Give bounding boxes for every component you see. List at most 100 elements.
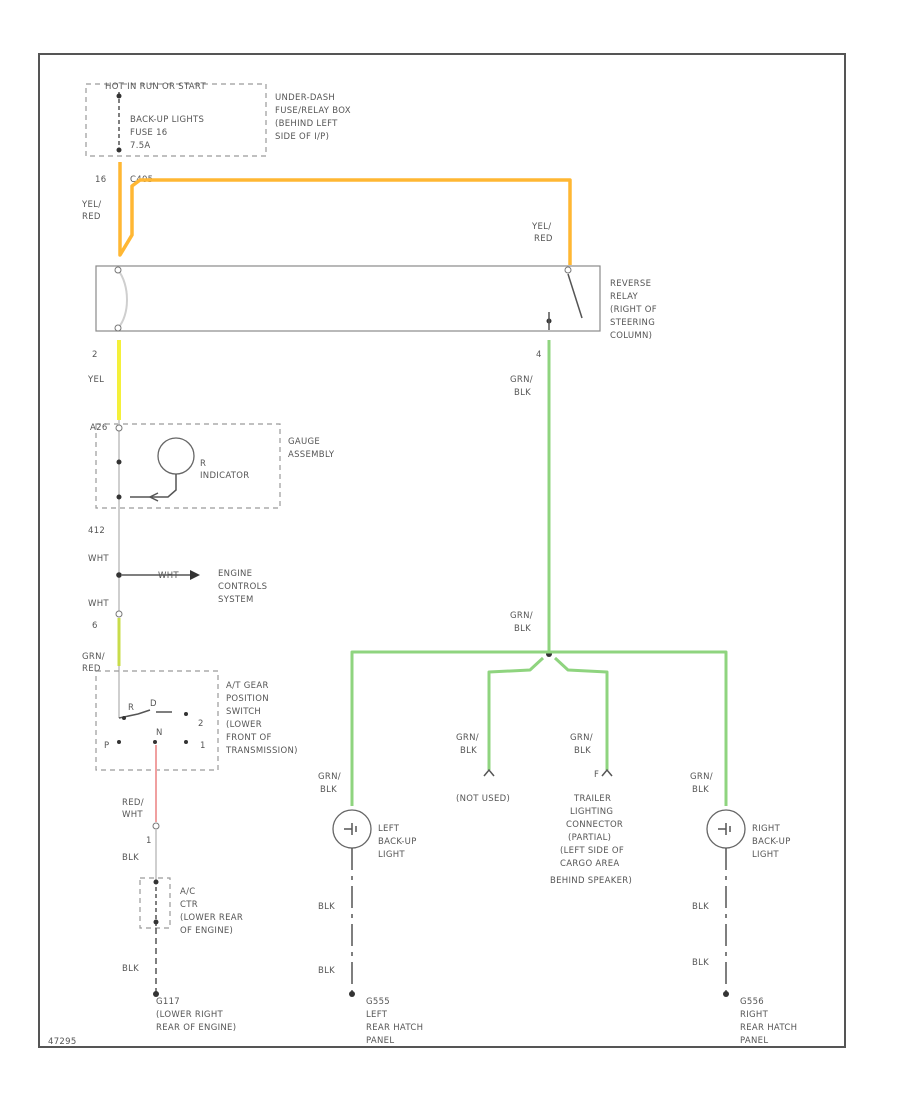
fuse-box-outline [85, 83, 267, 157]
relay-pin4-label: 4 [536, 350, 542, 360]
gear-label-4: (LOWER [226, 720, 262, 730]
gear-2-label: 2 [198, 719, 204, 729]
wire-grn-12-label: GRN/ [690, 772, 713, 782]
gnd-l-4-label: PANEL [366, 1036, 394, 1046]
wire-yel-only-label: YEL [87, 375, 104, 385]
wire-blk-1-label: BLK [514, 388, 531, 398]
gear-n-label: N [156, 728, 163, 738]
engine-label-1: ENGINE [218, 569, 252, 579]
gear-label-5: FRONT OF [226, 733, 272, 743]
wire-wht-4-label: WHT [122, 810, 143, 820]
gear-label-3: SWITCH [226, 707, 261, 717]
gear-d-label: D [150, 699, 157, 709]
gnd-3-label: REAR OF ENGINE) [156, 1023, 236, 1033]
gnd-l-1-label: G555 [366, 997, 390, 1007]
gauge-pin-top [115, 424, 123, 432]
relay-pin-switch-top [564, 266, 572, 274]
wire-blk-12-label: BLK [692, 785, 709, 795]
fuse-box-label-3: (BEHIND LEFT [275, 119, 338, 129]
wire-red-label: RED [82, 212, 101, 222]
gear-terminal-r [122, 716, 126, 720]
grn-blk-right-branch [549, 650, 728, 806]
reverse-relay-box [95, 265, 601, 332]
gear-label-6: TRANSMISSION) [225, 746, 298, 756]
indicator-lamp-icon [157, 437, 195, 475]
wire-blk-6-label: BLK [122, 964, 139, 974]
wht-3-label: WHT [88, 599, 109, 609]
pin-1-label: 1 [146, 836, 152, 846]
gnd-l-2-label: LEFT [366, 1010, 388, 1020]
wire-yel2-label: YEL/ [531, 222, 551, 232]
trailer-label-5: (LEFT SIDE OF [560, 846, 624, 856]
indicator-label: INDICATOR [200, 471, 250, 481]
gauge-label-2: ASSEMBLY [288, 450, 335, 460]
pin-6-label: 6 [92, 621, 98, 631]
wire-blk-8-label: BLK [318, 902, 335, 912]
diagram-frame [38, 53, 846, 1048]
left-label-3: LIGHT [378, 850, 405, 860]
ground-g556-icon [723, 991, 729, 997]
wire-grn-11-label: GRN/ [570, 733, 593, 743]
right-bulb-filament [718, 823, 731, 835]
engine-label-3: SYSTEM [218, 595, 254, 605]
indicator-lead [130, 474, 177, 498]
gauge-splice-1 [116, 459, 122, 465]
gear-terminal-p [117, 740, 121, 744]
wire-blk-10-label: BLK [460, 746, 477, 756]
ground-g117-icon [153, 991, 159, 997]
gauge-label-1: GAUGE [288, 437, 320, 447]
wire-grn-3-label: GRN/ [82, 652, 105, 662]
relay-pin-coil-top [114, 266, 122, 274]
wire-blk-11-label: BLK [574, 746, 591, 756]
right-label-1: RIGHT [752, 824, 781, 834]
grn-blk-trailer-branch [553, 656, 609, 770]
grn-blk-left-branch [350, 650, 549, 806]
not-used-terminal [483, 768, 495, 777]
gear-switch-arm [118, 709, 172, 719]
gnd-2-label: (LOWER RIGHT [156, 1010, 224, 1020]
wire-blk-2-label: BLK [514, 624, 531, 634]
gear-terminal-1 [184, 740, 188, 744]
wire-grn-2-label: GRN/ [510, 611, 533, 621]
relay-label-1: REVERSE [610, 279, 651, 289]
wire-blk-13-label: BLK [692, 902, 709, 912]
fuse-box-label-1: UNDER-DASH [275, 93, 335, 103]
fuse-terminal-top [116, 93, 122, 99]
wire-blk-7-label: BLK [320, 785, 337, 795]
engine-label-2: CONTROLS [218, 582, 267, 592]
fuse-amp-label: 7.5A [130, 141, 151, 151]
relay-pin-coil-bottom [114, 324, 122, 332]
wire-grn-10-label: GRN/ [456, 733, 479, 743]
not-used-label: (NOT USED) [456, 794, 510, 804]
gear-terminal-d [184, 712, 188, 716]
wire-grn-1-label: GRN/ [510, 375, 533, 385]
ctr-terminal-top [153, 879, 159, 885]
ground-g555-icon [349, 991, 355, 997]
gnd-r-4-label: PANEL [740, 1036, 768, 1046]
trailer-terminal [601, 768, 613, 777]
engine-splice [116, 572, 122, 578]
gear-p-label: P [104, 741, 109, 751]
grn-blk-notused-branch [487, 656, 545, 770]
ctr-outline [139, 877, 171, 929]
conn-412-label: 412 [88, 526, 105, 536]
left-label-2: BACK-UP [378, 837, 417, 847]
relay-label-4: STEERING [610, 318, 655, 328]
trailer-pin-label: F [594, 770, 599, 780]
ctr-terminal-bottom [153, 919, 159, 925]
trailer-label-6: CARGO AREA [560, 859, 620, 869]
wire-red-4-label: RED/ [122, 798, 144, 808]
wire-red2-label: RED [534, 234, 553, 244]
wht-1-label: WHT [88, 554, 109, 564]
gear-terminal-n [153, 740, 157, 744]
fuse-box-label-2: FUSE/RELAY BOX [275, 106, 351, 116]
left-bulb-filament [344, 823, 357, 835]
gear-1-label: 1 [200, 741, 206, 751]
trailer-label-3: CONNECTOR [566, 820, 623, 830]
relay-switch-contact [567, 273, 583, 319]
fuse-pin-label: 16 [95, 175, 106, 185]
engine-arrow-icon [190, 570, 200, 580]
trailer-label-4: (PARTIAL) [568, 833, 611, 843]
wire-blk-14-label: BLK [692, 958, 709, 968]
